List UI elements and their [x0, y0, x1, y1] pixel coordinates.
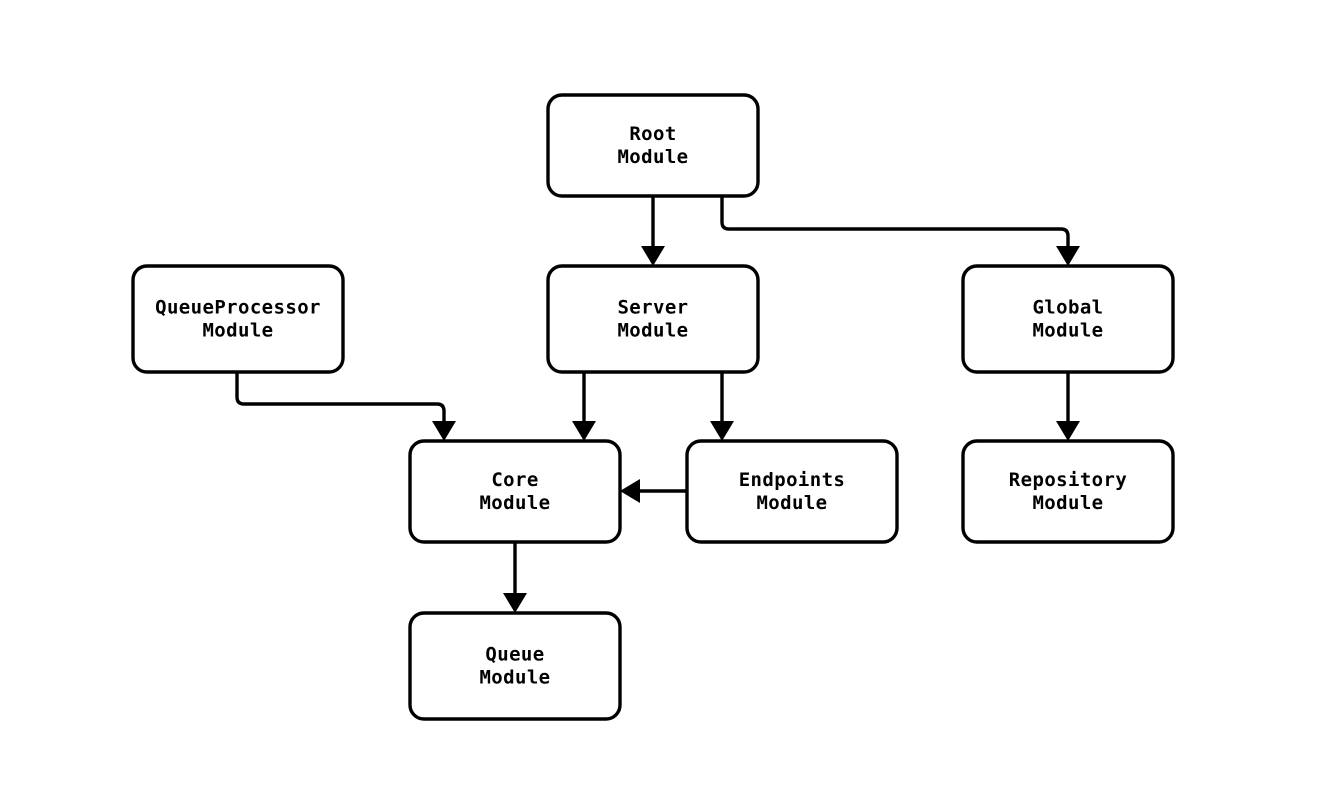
node-label-line2: Module: [617, 146, 688, 168]
edge-arrowhead: [641, 246, 665, 266]
edge-line: [235, 372, 446, 423]
node-label-line2: Module: [756, 492, 827, 514]
node-label-line1: Server: [617, 297, 688, 319]
node-label-line1: Queue: [485, 644, 544, 666]
edge-core-to-queue: [503, 542, 527, 613]
edge-queueprocessor-to-core: [235, 372, 456, 441]
edge-arrowhead: [432, 421, 456, 441]
node-label-line2: Module: [617, 320, 688, 342]
node-box[interactable]: [546, 264, 760, 374]
edge-root-to-global: [720, 196, 1080, 266]
node-label-line1: Repository: [1009, 469, 1127, 491]
edge-layer: [235, 196, 1080, 613]
edge-line: [720, 196, 1070, 248]
edge-arrowhead: [1056, 246, 1080, 266]
node-label-line2: Module: [1032, 320, 1103, 342]
edge-arrowhead: [572, 421, 596, 441]
node-box[interactable]: [546, 93, 760, 198]
edge-server-to-endpoints: [710, 372, 734, 441]
edge-arrowhead: [503, 593, 527, 613]
node-box[interactable]: [408, 611, 622, 721]
node-box[interactable]: [131, 264, 345, 374]
node-box[interactable]: [408, 439, 622, 544]
node-box[interactable]: [685, 439, 899, 544]
node-label-line1: Endpoints: [739, 469, 846, 491]
edge-global-to-repository: [1056, 372, 1080, 441]
node-label-line1: QueueProcessor: [155, 297, 321, 319]
node-layer: RootModuleQueueProcessorModuleServerModu…: [131, 93, 1175, 721]
edge-endpoints-to-core: [620, 479, 687, 503]
edge-root-to-server: [641, 196, 665, 266]
node-box[interactable]: [961, 264, 1175, 374]
node-label-line1: Root: [629, 123, 676, 145]
edge-arrowhead: [1056, 421, 1080, 441]
node-label-line2: Module: [1032, 492, 1103, 514]
node-label-line1: Global: [1032, 297, 1103, 319]
edge-arrowhead: [620, 479, 640, 503]
node-label-line2: Module: [202, 320, 273, 342]
edge-arrowhead: [710, 421, 734, 441]
node-label-line2: Module: [479, 492, 550, 514]
edge-server-to-core: [572, 372, 596, 441]
node-label-line2: Module: [479, 667, 550, 689]
node-label-line1: Core: [491, 469, 538, 491]
node-box[interactable]: [961, 439, 1175, 544]
